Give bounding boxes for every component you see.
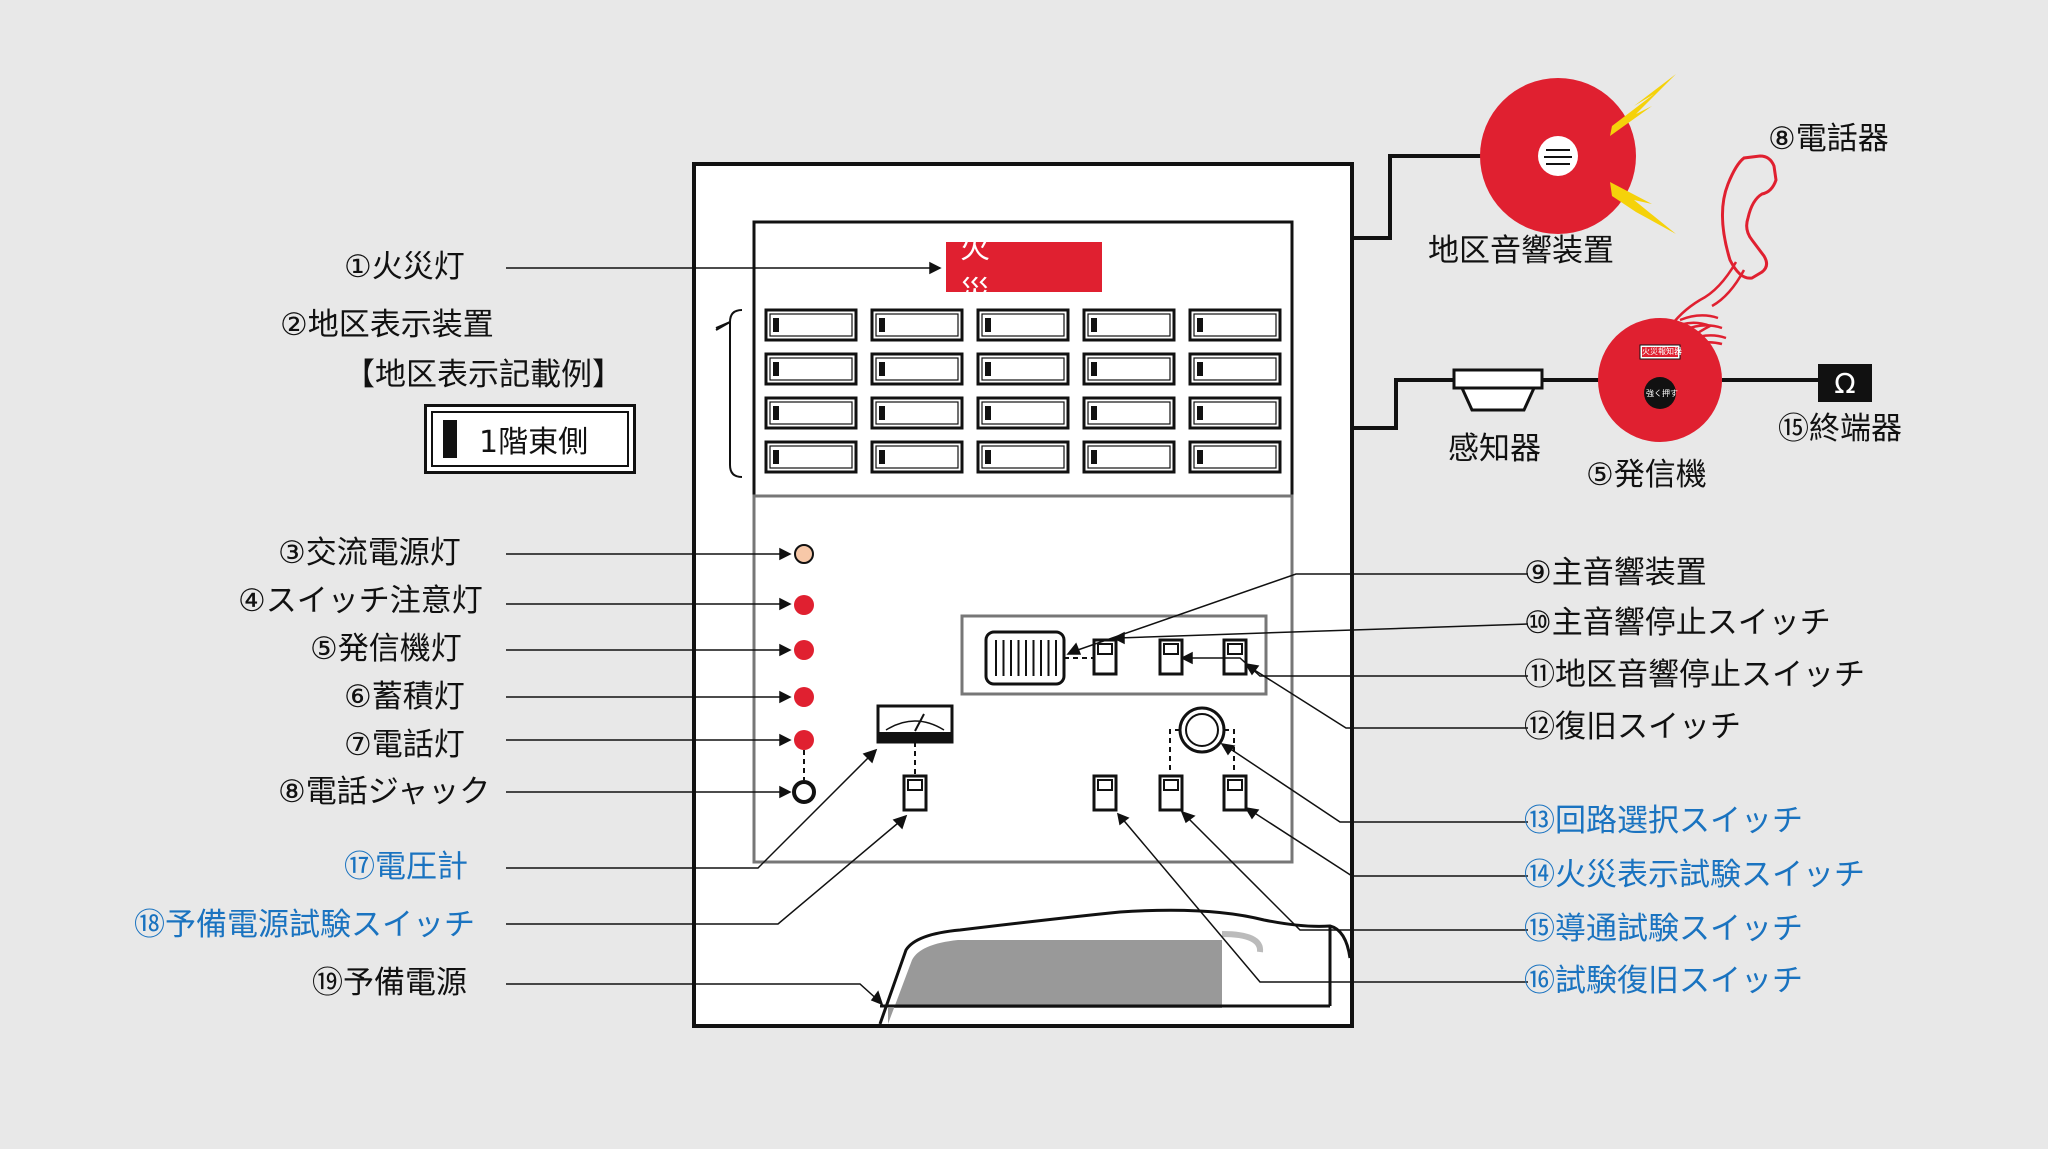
label-test-reset-switch: ⑯試験復旧スイッチ [1524, 963, 1803, 999]
zone-indicator-window [1082, 308, 1176, 342]
zone-indicator-window [976, 396, 1070, 430]
label-accumulation-lamp: ⑥蓄積灯 [344, 679, 465, 715]
zone-indicator-window [1188, 396, 1282, 430]
fire-lamp-sign: 火 災 [946, 231, 1102, 310]
zone-indicator-window [870, 440, 964, 474]
zone-indicator-window [1082, 396, 1176, 430]
zone-example-indicator [443, 420, 457, 458]
zone-indicator-window [1188, 440, 1282, 474]
zone-indicator-window [764, 440, 858, 474]
zone-indicator-window [870, 396, 964, 430]
reset-switch[interactable] [1222, 638, 1248, 676]
telephone-jack[interactable] [792, 780, 816, 804]
label-continuity-test-switch: ⑮導通試験スイッチ [1524, 911, 1803, 947]
label-zone-display-example-title: 【地区表示記載例】 [344, 357, 623, 393]
label-detector: 感知器 [1448, 431, 1541, 467]
transmitter-push-button-label: 強く押す [1646, 389, 1678, 398]
label-transmitter: ⑤発信機 [1586, 457, 1707, 493]
zone-indicator-window [764, 308, 858, 342]
zone-indicator-window [976, 308, 1070, 342]
label-telephone-jack: ⑧電話ジャック [278, 774, 491, 810]
zone-bell [1480, 74, 1676, 234]
label-reset-switch: ⑫復旧スイッチ [1524, 709, 1741, 745]
transmitter [1598, 318, 1722, 442]
zone-indicator-window [870, 352, 964, 386]
switch-caution-lamp [794, 595, 814, 615]
detector [1452, 368, 1544, 412]
circuit-selector-switch[interactable] [1178, 706, 1226, 754]
label-fire-display-test-switch: ⑭火災表示試験スイッチ [1524, 857, 1865, 893]
fire-display-test-switch[interactable] [1092, 774, 1118, 812]
zone-indicator-window [870, 308, 964, 342]
zone-indicator-window [1188, 308, 1282, 342]
label-standby-power: ⑲予備電源 [312, 965, 467, 1001]
label-zone-display: ②地区表示装置 [280, 307, 494, 343]
zone-indicator-window [1188, 352, 1282, 386]
label-main-sound-device: ⑨主音響装置 [1524, 555, 1707, 591]
voltmeter [876, 704, 954, 776]
transmitter-lamp [794, 640, 814, 660]
zone-example-text: 1階東側 [479, 425, 589, 460]
transmitter-sign-top: 火災報知器 [1642, 347, 1682, 356]
terminal-resistor-icon: Ω [1818, 364, 1872, 402]
main-sound-stop-switch[interactable] [1092, 638, 1118, 676]
label-circuit-selector-switch: ⑬回路選択スイッチ [1524, 803, 1803, 839]
accumulation-lamp [794, 687, 814, 707]
telephone-handset-icon [1666, 154, 1778, 354]
label-zone-bell: 地区音響装置 [1428, 233, 1614, 269]
zone-indicator-window [1082, 352, 1176, 386]
main-sound-device [984, 630, 1066, 686]
standby-battery [878, 908, 1352, 1025]
label-zone-sound-stop-switch: ⑪地区音響停止スイッチ [1524, 657, 1865, 693]
telephone-lamp [794, 730, 814, 750]
zone-indicator-window [764, 352, 858, 386]
standby-power-test-switch[interactable] [902, 774, 928, 812]
label-switch-caution-lamp: ④スイッチ注意灯 [238, 583, 483, 619]
label-standby-power-test-switch: ⑱予備電源試験スイッチ [134, 907, 475, 943]
zone-display-example: 1階東側 [424, 404, 636, 474]
zone-indicator-window [976, 440, 1070, 474]
label-ac-power-lamp: ③交流電源灯 [278, 535, 461, 571]
label-telephone: ⑧電話器 [1768, 121, 1889, 157]
label-terminal: ⑮終端器 [1778, 411, 1902, 447]
leader-lines [506, 261, 1529, 1006]
continuity-test-switch[interactable] [1158, 774, 1184, 812]
label-transmitter-lamp: ⑤発信機灯 [310, 631, 462, 667]
label-telephone-lamp: ⑦電話灯 [344, 727, 465, 763]
zone-indicator-window [764, 396, 858, 430]
zone-indicator-grid [764, 308, 1282, 474]
label-voltmeter: ⑰電圧計 [344, 849, 468, 885]
test-reset-switch[interactable] [1222, 774, 1248, 812]
zone-indicator-window [1082, 440, 1176, 474]
zone-sound-stop-switch[interactable] [1158, 638, 1184, 676]
label-fire-lamp: ①火災灯 [344, 249, 465, 285]
zone-indicator-window [976, 352, 1070, 386]
label-main-sound-stop-switch: ⑩主音響停止スイッチ [1524, 605, 1831, 641]
ac-power-lamp [794, 544, 814, 564]
